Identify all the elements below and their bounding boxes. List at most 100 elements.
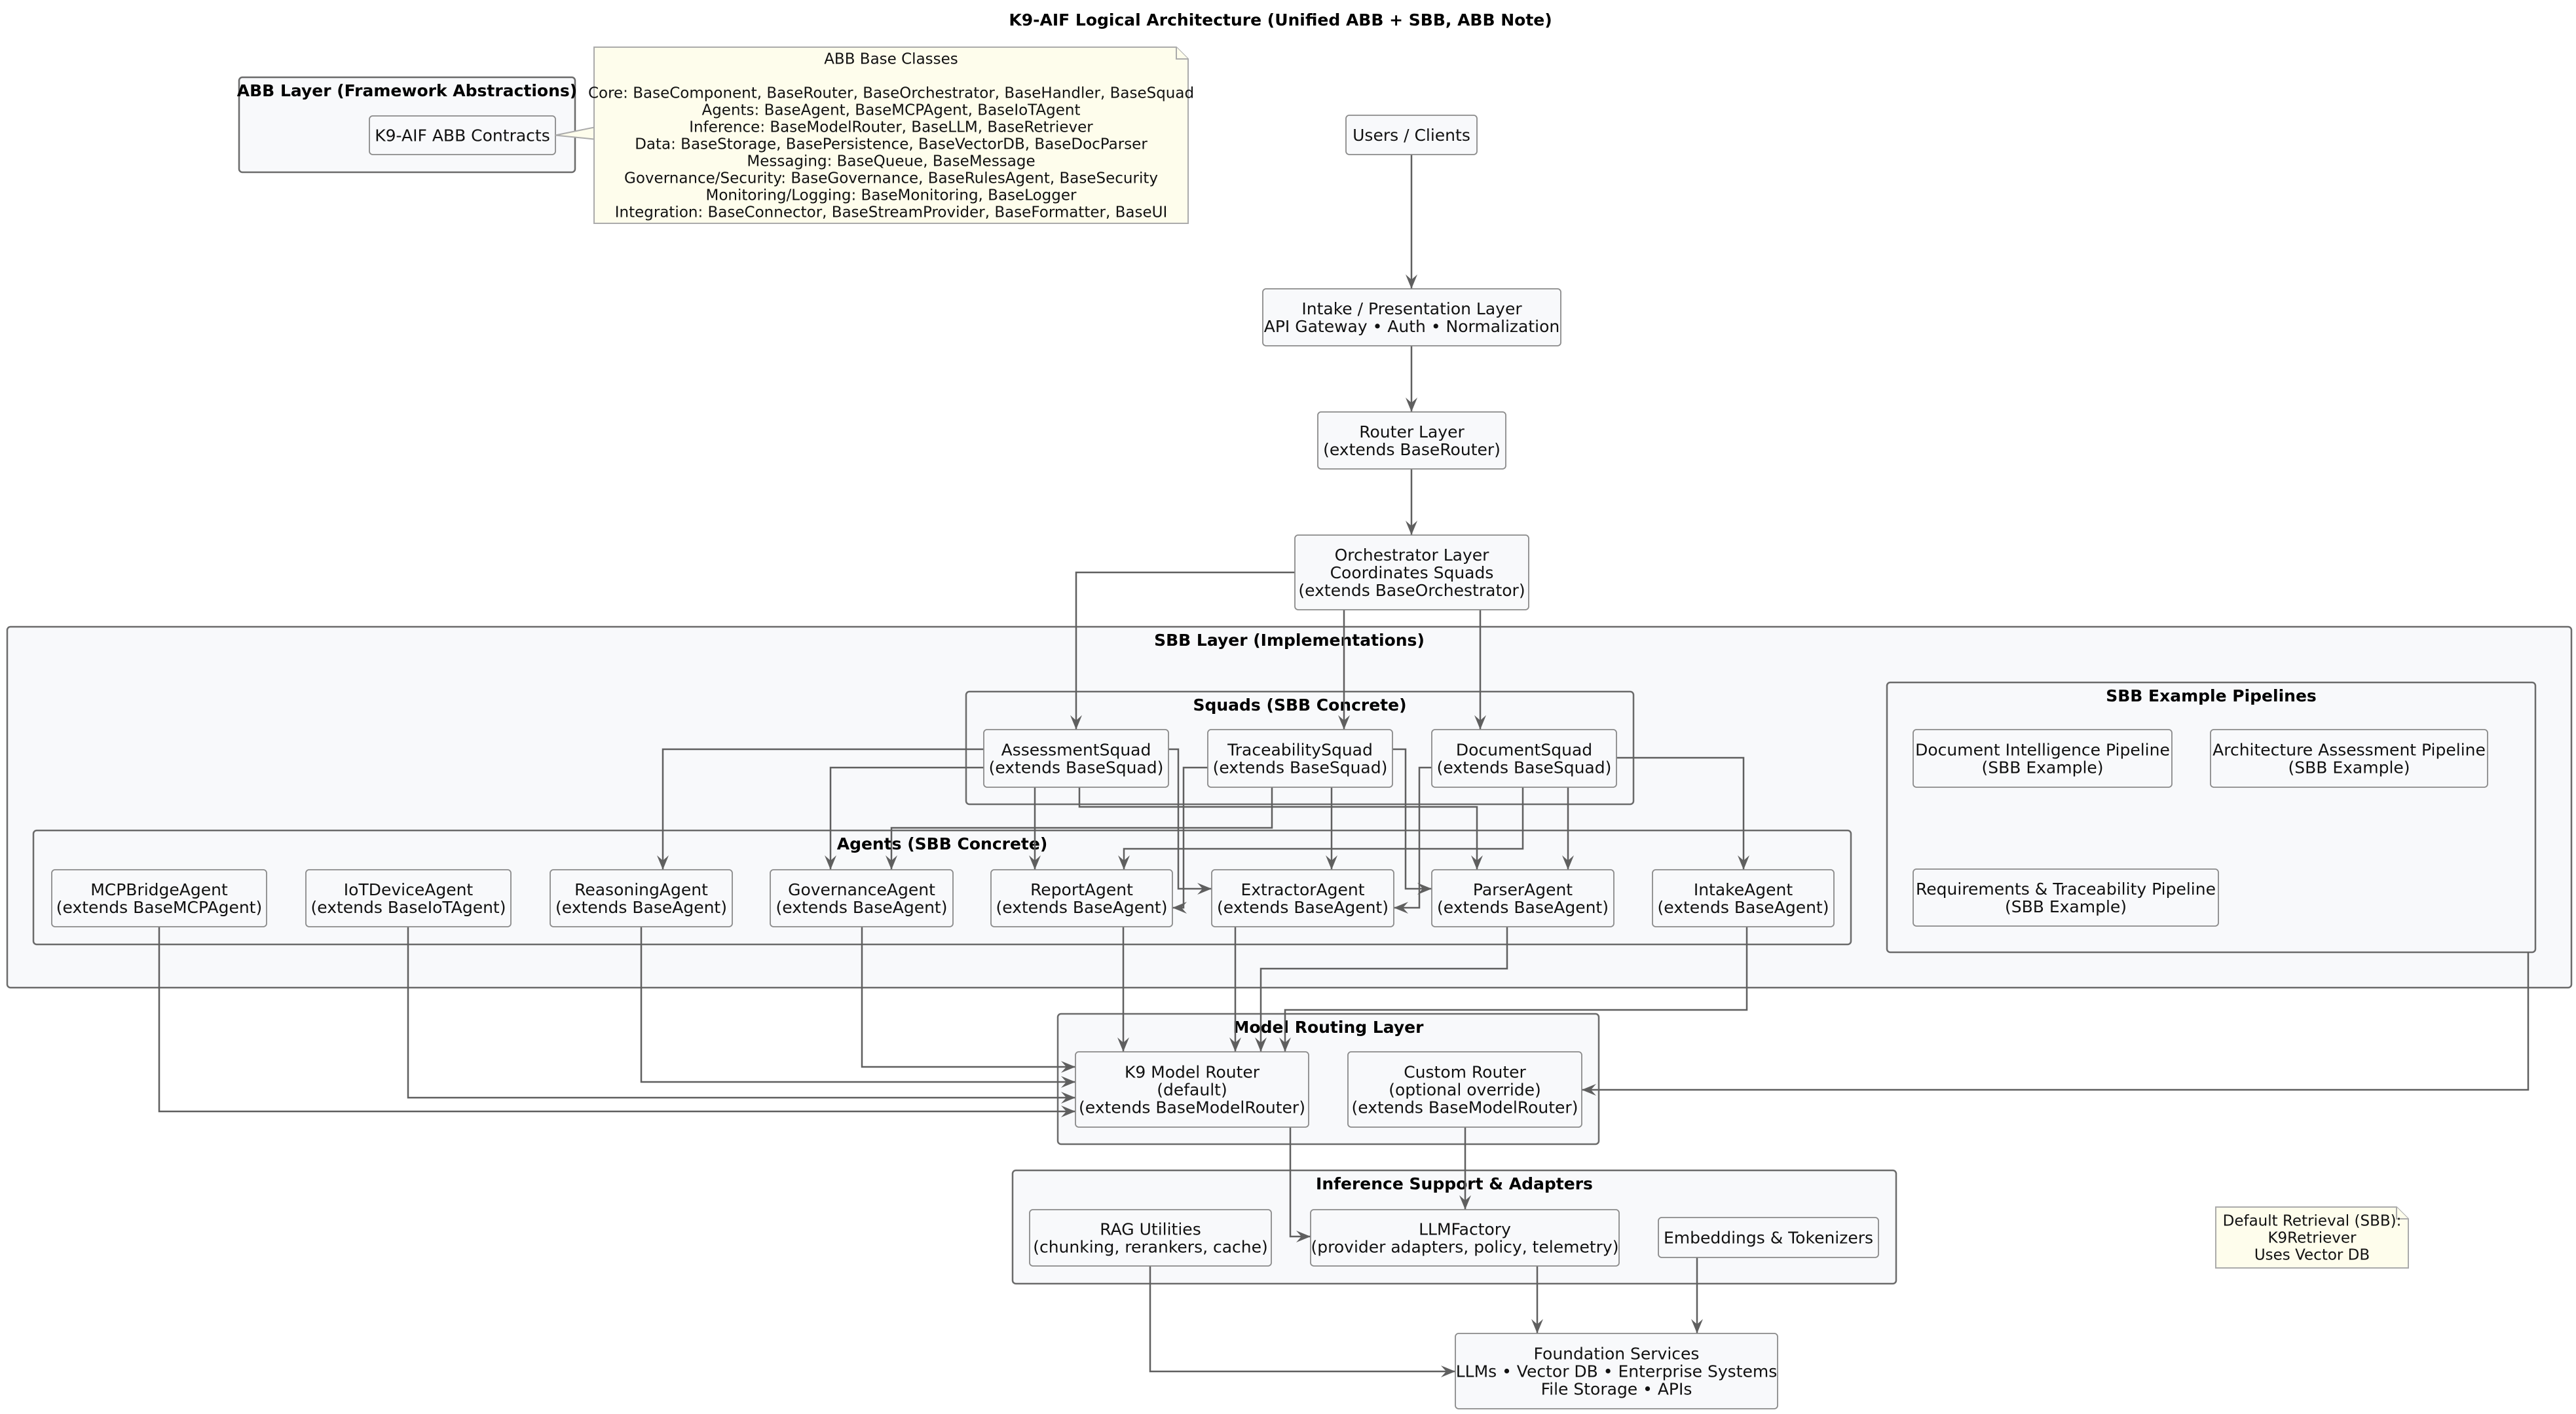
node-box[interactable] <box>1431 869 1615 927</box>
connector-line <box>829 766 984 870</box>
connector-line <box>1260 927 1508 1052</box>
node-box[interactable] <box>990 869 1173 927</box>
node-report-agent[interactable]: ReportAgent(extends BaseAgent) <box>990 869 1173 927</box>
note-line: Core: BaseComponent, BaseRouter, BaseOrc… <box>588 85 1194 102</box>
connector-line <box>1149 1266 1455 1373</box>
group-label: Agents (SBB Concrete) <box>837 834 1048 853</box>
node-label: (optional override) <box>1389 1081 1541 1100</box>
edge-iot-device-agent-to-k9-model-router <box>407 927 1075 1104</box>
node-reasoning-agent[interactable]: ReasoningAgent(extends BaseAgent) <box>550 869 733 927</box>
node-router-layer[interactable]: Router Layer(extends BaseRouter) <box>1317 411 1506 470</box>
note-line: Messaging: BaseQueue, BaseMessage <box>747 153 1035 170</box>
node-abb-contracts[interactable]: K9-AIF ABB Contracts <box>369 115 556 155</box>
node-box[interactable] <box>1913 729 2173 788</box>
node-document-squad[interactable]: DocumentSquad(extends BaseSquad) <box>1431 729 1617 788</box>
arrowhead-icon <box>1117 1037 1129 1052</box>
node-custom-router[interactable]: Custom Router(optional override)(extends… <box>1347 1051 1582 1128</box>
arrowhead-icon <box>1326 855 1337 870</box>
node-arch-assess-pipeline[interactable]: Architecture Assessment Pipeline(SBB Exa… <box>2210 729 2488 788</box>
node-label: Requirements & Traceability Pipeline <box>1916 880 2216 899</box>
node-box[interactable] <box>2210 729 2488 788</box>
node-llm-factory[interactable]: LLMFactory(provider adapters, policy, te… <box>1310 1209 1620 1267</box>
node-label: Orchestrator Layer <box>1335 546 1490 565</box>
note-frame <box>593 47 1189 224</box>
arrowhead-icon <box>1061 1061 1075 1073</box>
edge-report-agent-to-k9-model-router <box>1117 927 1129 1052</box>
node-label: (extends BaseAgent) <box>996 898 1168 917</box>
node-box[interactable] <box>1455 1333 1778 1409</box>
node-label: Custom Router <box>1404 1063 1526 1082</box>
node-k9-model-router[interactable]: K9 Model Router(default)(extends BaseMod… <box>1075 1051 1309 1128</box>
edge-intake-agent-to-k9-model-router <box>1279 927 1748 1052</box>
node-box[interactable] <box>770 869 954 927</box>
node-mcp-bridge-agent[interactable]: MCPBridgeAgent(extends BaseMCPAgent) <box>51 869 267 927</box>
node-governance-agent[interactable]: GovernanceAgent(extends BaseAgent) <box>770 869 954 927</box>
node-box[interactable] <box>1652 869 1835 927</box>
node-box[interactable] <box>1913 868 2219 927</box>
node-box[interactable] <box>1317 411 1506 470</box>
arrowhead-icon <box>1562 855 1574 870</box>
arrowhead-icon <box>1296 1231 1311 1242</box>
arrowhead-icon <box>1406 521 1417 535</box>
node-req-trace-pipeline[interactable]: Requirements & Traceability Pipeline(SBB… <box>1913 868 2219 927</box>
connector-line <box>861 927 1075 1068</box>
node-box[interactable] <box>1347 1051 1582 1128</box>
connector-line <box>1078 787 1478 870</box>
node-box[interactable] <box>550 869 733 927</box>
node-users[interactable]: Users / Clients <box>1345 115 1478 155</box>
node-label: Foundation Services <box>1534 1345 1700 1364</box>
edge-assessment-squad-to-extractor-agent <box>1168 748 1212 895</box>
node-box[interactable] <box>1211 869 1394 927</box>
node-label: Embeddings & Tokenizers <box>1664 1229 1873 1248</box>
node-doc-intel-pipeline[interactable]: Document Intelligence Pipeline(SBB Examp… <box>1913 729 2173 788</box>
node-box[interactable] <box>1262 288 1561 346</box>
node-box[interactable] <box>983 729 1169 788</box>
node-box[interactable] <box>51 869 267 927</box>
node-extractor-agent[interactable]: ExtractorAgent(extends BaseAgent) <box>1211 869 1394 927</box>
note-line: Integration: BaseConnector, BaseStreamPr… <box>615 204 1168 221</box>
connector-line <box>1075 571 1295 730</box>
edge-traceability-squad-to-report-agent <box>1172 766 1208 914</box>
arrowhead-icon <box>1459 1195 1471 1210</box>
node-traceability-squad[interactable]: TraceabilitySquad(extends BaseSquad) <box>1207 729 1393 788</box>
node-box[interactable] <box>1345 115 1478 155</box>
node-box[interactable] <box>1310 1209 1620 1267</box>
node-embeddings[interactable]: Embeddings & Tokenizers <box>1658 1217 1879 1258</box>
node-box[interactable] <box>1207 729 1393 788</box>
node-label: (extends BaseOrchestrator) <box>1298 581 1525 600</box>
edge-llm-factory-to-foundation <box>1531 1266 1543 1333</box>
node-label: (extends BaseSquad) <box>989 758 1164 777</box>
node-intake-agent[interactable]: IntakeAgent(extends BaseAgent) <box>1652 869 1835 927</box>
node-box[interactable] <box>1075 1051 1309 1128</box>
arrowhead-icon <box>1531 1319 1543 1333</box>
node-label: Architecture Assessment Pipeline <box>2212 741 2486 760</box>
node-label: (extends BaseAgent) <box>1658 898 1829 917</box>
node-label: (SBB Example) <box>2288 758 2410 777</box>
node-box[interactable] <box>305 869 512 927</box>
note-fold-icon <box>1176 47 1188 60</box>
edge-router-layer-to-orchestrator <box>1406 469 1417 535</box>
node-rag-utilities[interactable]: RAG Utilities(chunking, rerankers, cache… <box>1029 1209 1272 1267</box>
connector-line <box>662 748 984 870</box>
node-box[interactable] <box>1658 1217 1879 1258</box>
node-box[interactable] <box>1029 1209 1272 1267</box>
note-line: Agents: BaseAgent, BaseMCPAgent, BaseIoT… <box>701 102 1080 119</box>
connector-line <box>1394 766 1432 909</box>
node-box[interactable] <box>1431 729 1617 788</box>
node-label: (provider adapters, policy, telemetry) <box>1311 1238 1619 1257</box>
node-box[interactable] <box>1294 534 1529 610</box>
connector-line <box>158 927 1075 1113</box>
node-label: (SBB Example) <box>1981 758 2103 777</box>
node-label: (extends BaseSquad) <box>1437 758 1612 777</box>
edge-reasoning-agent-to-k9-model-router <box>640 927 1075 1088</box>
node-assessment-squad[interactable]: AssessmentSquad(extends BaseSquad) <box>983 729 1169 788</box>
edge-parser-agent-to-k9-model-router <box>1255 927 1508 1052</box>
node-label: (default) <box>1157 1081 1227 1100</box>
edge-extractor-agent-to-k9-model-router <box>1229 927 1241 1052</box>
node-iot-device-agent[interactable]: IoTDeviceAgent(extends BaseIoTAgent) <box>305 869 512 927</box>
node-parser-agent[interactable]: ParserAgent(extends BaseAgent) <box>1431 869 1615 927</box>
arrowhead-icon <box>1406 398 1417 412</box>
